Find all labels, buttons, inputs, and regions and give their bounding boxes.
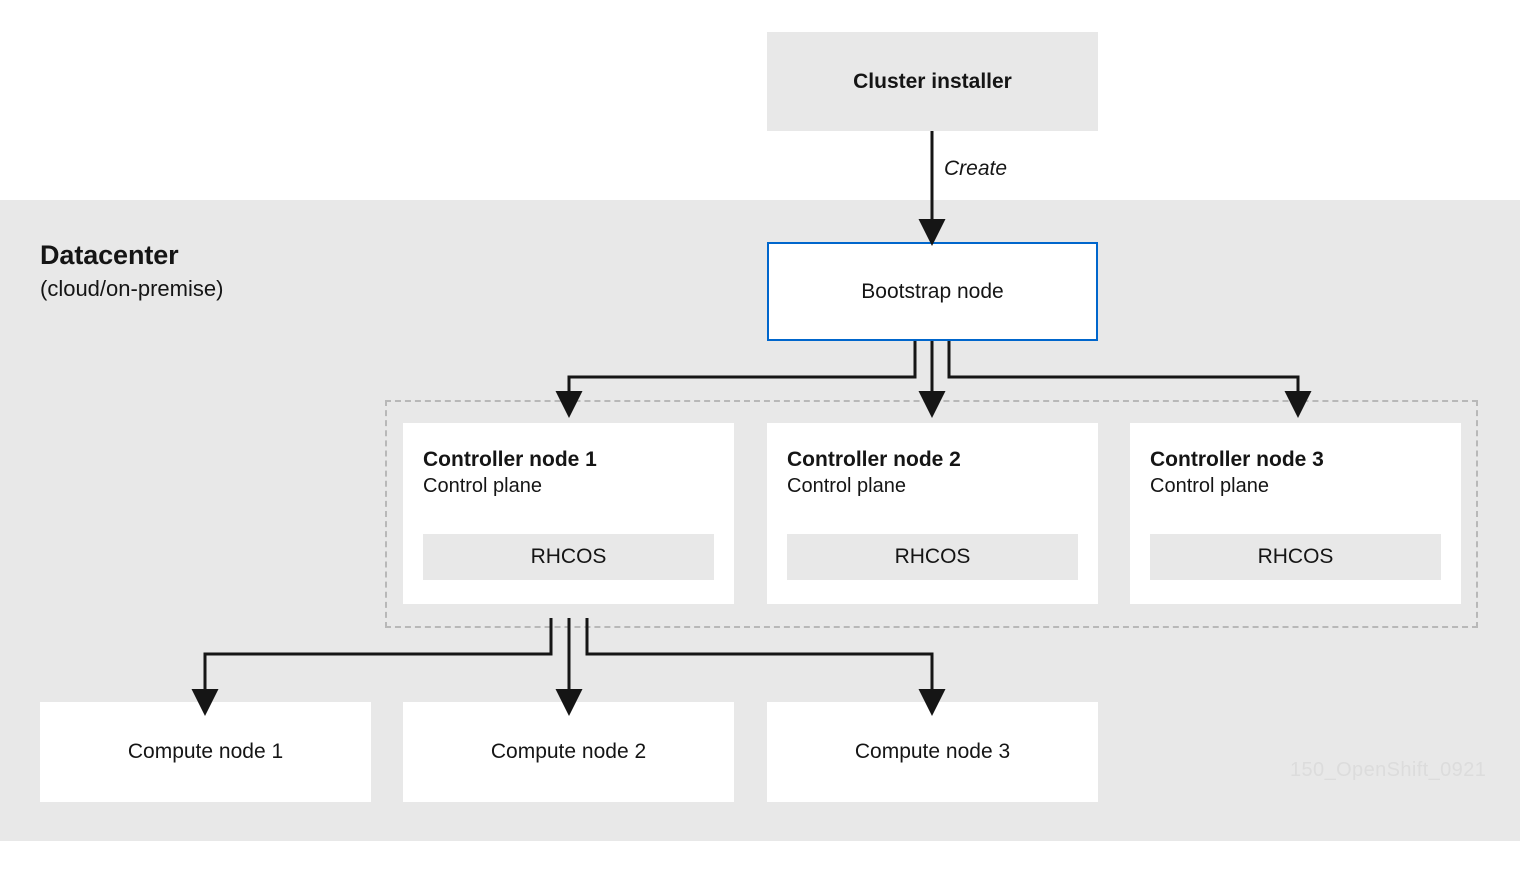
controller-node-3-os-badge: RHCOS [1150,534,1441,580]
datacenter-label: Datacenter (cloud/on-premise) [40,238,223,303]
edge-label-create: Create [944,157,1008,180]
controller-node-1-title: Controller node 1 [423,448,597,471]
datacenter-subtitle: (cloud/on-premise) [40,275,224,301]
controller-node-1: Controller node 1 Control plane RHCOS [403,423,734,604]
controller-node-2-title: Controller node 2 [787,448,961,471]
datacenter-title: Datacenter [40,240,179,270]
cluster-installer-label: Cluster installer [853,69,1012,93]
compute-node-2-label: Compute node 2 [490,740,647,763]
cluster-installer-node: Cluster installer [767,32,1098,131]
bootstrap-node-label: Bootstrap node [861,279,1004,303]
bootstrap-node: Bootstrap node [767,242,1098,341]
compute-node-3: Compute node 3 [767,702,1098,802]
watermark: 150_OpenShift_0921 [1290,759,1487,781]
controller-node-3-role: Control plane [1150,475,1269,497]
compute-node-2: Compute node 2 [403,702,734,802]
controller-node-2-os-badge: RHCOS [787,534,1078,580]
controller-node-1-role: Control plane [423,475,542,497]
controller-node-2-role: Control plane [787,475,906,497]
controller-node-3-title: Controller node 3 [1150,448,1324,471]
compute-node-1-label: Compute node 1 [127,740,284,763]
compute-node-3-label: Compute node 3 [854,740,1011,763]
compute-node-1: Compute node 1 [40,702,371,802]
controller-node-1-os-badge: RHCOS [423,534,714,580]
controller-node-2: Controller node 2 Control plane RHCOS [767,423,1098,604]
controller-node-3: Controller node 3 Control plane RHCOS [1130,423,1461,604]
